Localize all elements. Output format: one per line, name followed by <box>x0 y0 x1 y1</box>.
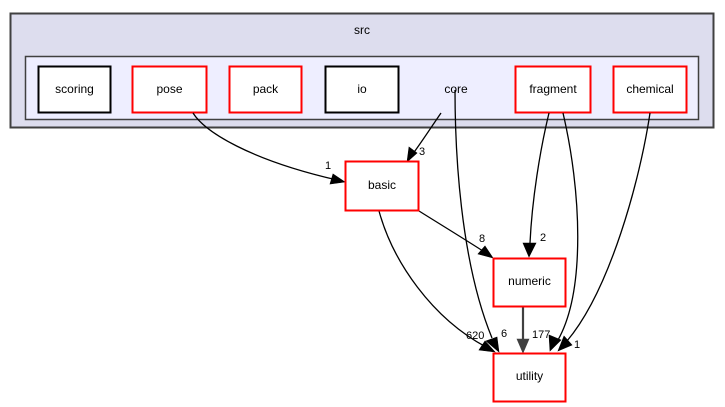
edge-fragment-to-numeric-label: 2 <box>540 232 546 244</box>
node-pose-label: pose <box>156 82 182 96</box>
node-utility-box[interactable] <box>492 352 567 403</box>
edge-core-to-utility-label: 6 <box>501 328 507 340</box>
node-chemical[interactable]: chemical <box>612 65 688 114</box>
edge-chemical-to-utility-path <box>566 112 651 342</box>
edge-fragment-to-utility-path <box>557 112 579 341</box>
edge-pose-to-basic-label: 1 <box>325 160 331 172</box>
node-chemical-label: chemical <box>626 82 673 96</box>
edge-fragment-to-numeric-path <box>529 112 550 244</box>
node-numeric[interactable]: numeric <box>492 257 567 308</box>
node-basic[interactable]: basic <box>344 160 420 212</box>
edge-chemical-to-utility-label: 1 <box>574 339 580 351</box>
edge-numeric-to-utility-label: 177 <box>532 329 550 341</box>
node-numeric-label: numeric <box>508 274 551 288</box>
edge-core-to-utility: 6 <box>454 89 507 353</box>
edge-fragment-to-numeric-arrowhead <box>522 242 537 258</box>
edge-basic-to-numeric-path <box>418 210 487 254</box>
node-fragment[interactable]: fragment <box>514 65 592 114</box>
edge-fragment-to-utility-arrowhead <box>548 334 562 352</box>
node-scoring[interactable]: scoring <box>37 65 112 114</box>
edge-basic-to-utility-arrowhead <box>478 340 496 353</box>
edge-pose-to-basic-arrowhead <box>329 173 346 185</box>
edge-core-to-utility-path <box>454 89 493 339</box>
node-io[interactable]: io <box>324 65 400 114</box>
edge-numeric-to-utility: 177 <box>516 307 550 354</box>
node-fragment-box[interactable] <box>514 65 592 114</box>
edge-basic-to-utility-label: 620 <box>466 330 484 342</box>
node-io-label: io <box>357 82 367 96</box>
node-pose-box[interactable] <box>131 65 208 114</box>
node-basic-box[interactable] <box>344 160 420 212</box>
node-basic-label: basic <box>368 178 396 192</box>
node-chemical-box[interactable] <box>612 65 688 114</box>
edge-core-to-basic: 3 <box>406 112 442 163</box>
edge-chemical-to-utility-arrowhead <box>557 335 573 352</box>
node-pack-box[interactable] <box>228 65 303 114</box>
node-core-label: core <box>444 82 468 96</box>
node-scoring-box[interactable] <box>37 65 112 114</box>
node-pose[interactable]: pose <box>131 65 208 114</box>
node-numeric-box[interactable] <box>492 257 567 308</box>
edge-basic-to-numeric-arrowhead <box>477 245 494 259</box>
node-utility-label: utility <box>516 369 543 383</box>
edge-core-to-basic-arrowhead <box>406 146 418 163</box>
edge-fragment-to-utility <box>548 112 579 352</box>
edge-pose-to-basic-path <box>192 112 338 181</box>
edge-basic-to-numeric: 8 <box>418 210 494 259</box>
node-fragment-label: fragment <box>529 82 577 96</box>
node-pack[interactable]: pack <box>228 65 303 114</box>
edge-fragment-to-numeric: 2 <box>522 112 550 258</box>
node-pack-label: pack <box>253 82 279 96</box>
edge-basic-to-utility: 620 <box>378 210 496 353</box>
edge-core-to-basic-label: 3 <box>419 146 425 158</box>
node-scoring-label: scoring <box>55 82 94 96</box>
edge-basic-to-utility-path <box>378 210 487 348</box>
edge-basic-to-numeric-label: 8 <box>479 233 485 245</box>
node-io-box[interactable] <box>324 65 400 114</box>
edge-core-to-utility-arrowhead <box>485 336 500 353</box>
edge-pose-to-basic: 1 <box>192 112 346 185</box>
edge-numeric-to-utility-arrowhead <box>516 338 530 354</box>
edge-chemical-to-utility: 1 <box>557 112 651 352</box>
node-utility[interactable]: utility <box>492 352 567 403</box>
node-core: core <box>444 82 468 96</box>
cluster-src-title: src <box>354 23 370 37</box>
